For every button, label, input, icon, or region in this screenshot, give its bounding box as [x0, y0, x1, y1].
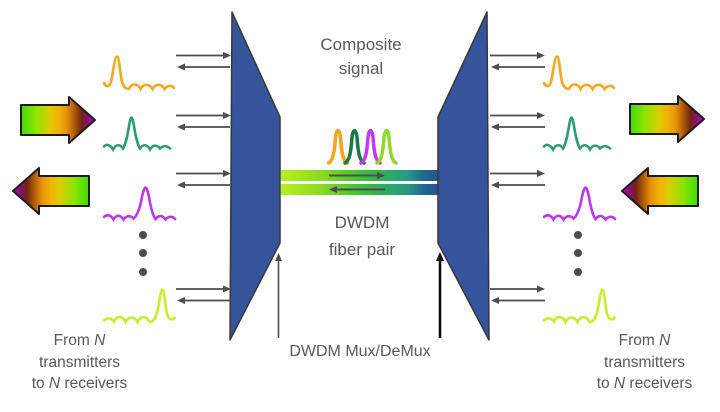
right-mux-demux-trapezoid	[437, 11, 490, 341]
ellipsis-dots	[139, 231, 582, 276]
left-label-line2: transmitters	[39, 353, 120, 371]
flow-arrows	[12, 95, 705, 215]
fiber-pair-label: DWDM fiber pair	[287, 209, 437, 263]
mux-demux-label: DWDM Mux/DeMux	[250, 343, 470, 361]
dwdm-fiber-pair	[281, 170, 438, 195]
fiber-direction-arrows	[329, 172, 385, 193]
left-label-receivers: receivers	[60, 375, 128, 392]
spectrum-teal-right	[542, 116, 612, 153]
spectrum-yellowgreen-right	[542, 288, 616, 325]
dot-icon	[574, 268, 582, 276]
flow-arrow-left-icon	[12, 167, 90, 215]
dot-icon	[139, 249, 147, 257]
left-mux-demux-trapezoid	[229, 11, 281, 341]
right-label-n1: N	[659, 332, 671, 349]
spectrum-orange-left	[102, 55, 176, 92]
left-label-line3: to N receivers	[2, 373, 157, 395]
fiber-pair-line1: DWDM	[334, 213, 390, 232]
dot-icon	[574, 231, 582, 239]
composite-signal-peaks	[326, 128, 398, 165]
composite-peak-magenta	[359, 128, 382, 165]
dot-icon	[139, 231, 147, 239]
dot-icon	[574, 249, 582, 257]
right-label-line3: to N receivers	[567, 373, 720, 395]
right-transceivers-label: From N transmitters to N receivers	[567, 330, 720, 395]
composite-signal-label: Composite signal	[286, 33, 436, 81]
right-label-from: From	[618, 332, 660, 349]
composite-signal-line2: signal	[338, 59, 384, 78]
left-transceivers-label: From N transmitters to N receivers	[2, 330, 157, 395]
composite-peak-yellowgreen	[375, 128, 398, 165]
right-label-n2: N	[613, 375, 626, 392]
spectrum-magenta-left	[102, 186, 177, 223]
left-channel-spectra	[102, 55, 177, 325]
left-label-from: From	[53, 332, 95, 349]
left-label-to: to	[31, 375, 49, 392]
composite-peak-green	[343, 128, 366, 165]
channel-arrows	[176, 52, 545, 304]
left-label-line1: From N	[2, 330, 157, 352]
spectrum-orange-right	[542, 55, 616, 92]
right-label-line1: From N	[567, 330, 720, 352]
left-label-n2: N	[48, 375, 61, 392]
spectrum-teal-left	[102, 116, 172, 153]
dot-icon	[139, 268, 147, 276]
mux-demux-pair	[229, 11, 490, 341]
flow-arrow-left-icon	[621, 167, 699, 215]
composite-peak-orange	[326, 128, 350, 165]
spectrum-yellowgreen-left	[102, 288, 176, 325]
composite-signal-line1: Composite	[320, 35, 402, 54]
mux-demux-text: DWDM Mux/DeMux	[289, 343, 431, 360]
spectrum-magenta-right	[542, 186, 617, 223]
right-channel-spectra	[542, 55, 617, 325]
flow-arrow-right-icon	[20, 96, 96, 144]
flow-arrow-right-icon	[629, 95, 705, 143]
right-label-line2: transmitters	[604, 353, 685, 371]
fiber-pair-line2: fiber pair	[328, 240, 396, 259]
right-label-to: to	[596, 375, 614, 392]
right-label-receivers: receivers	[625, 375, 693, 392]
left-label-n1: N	[94, 332, 106, 349]
